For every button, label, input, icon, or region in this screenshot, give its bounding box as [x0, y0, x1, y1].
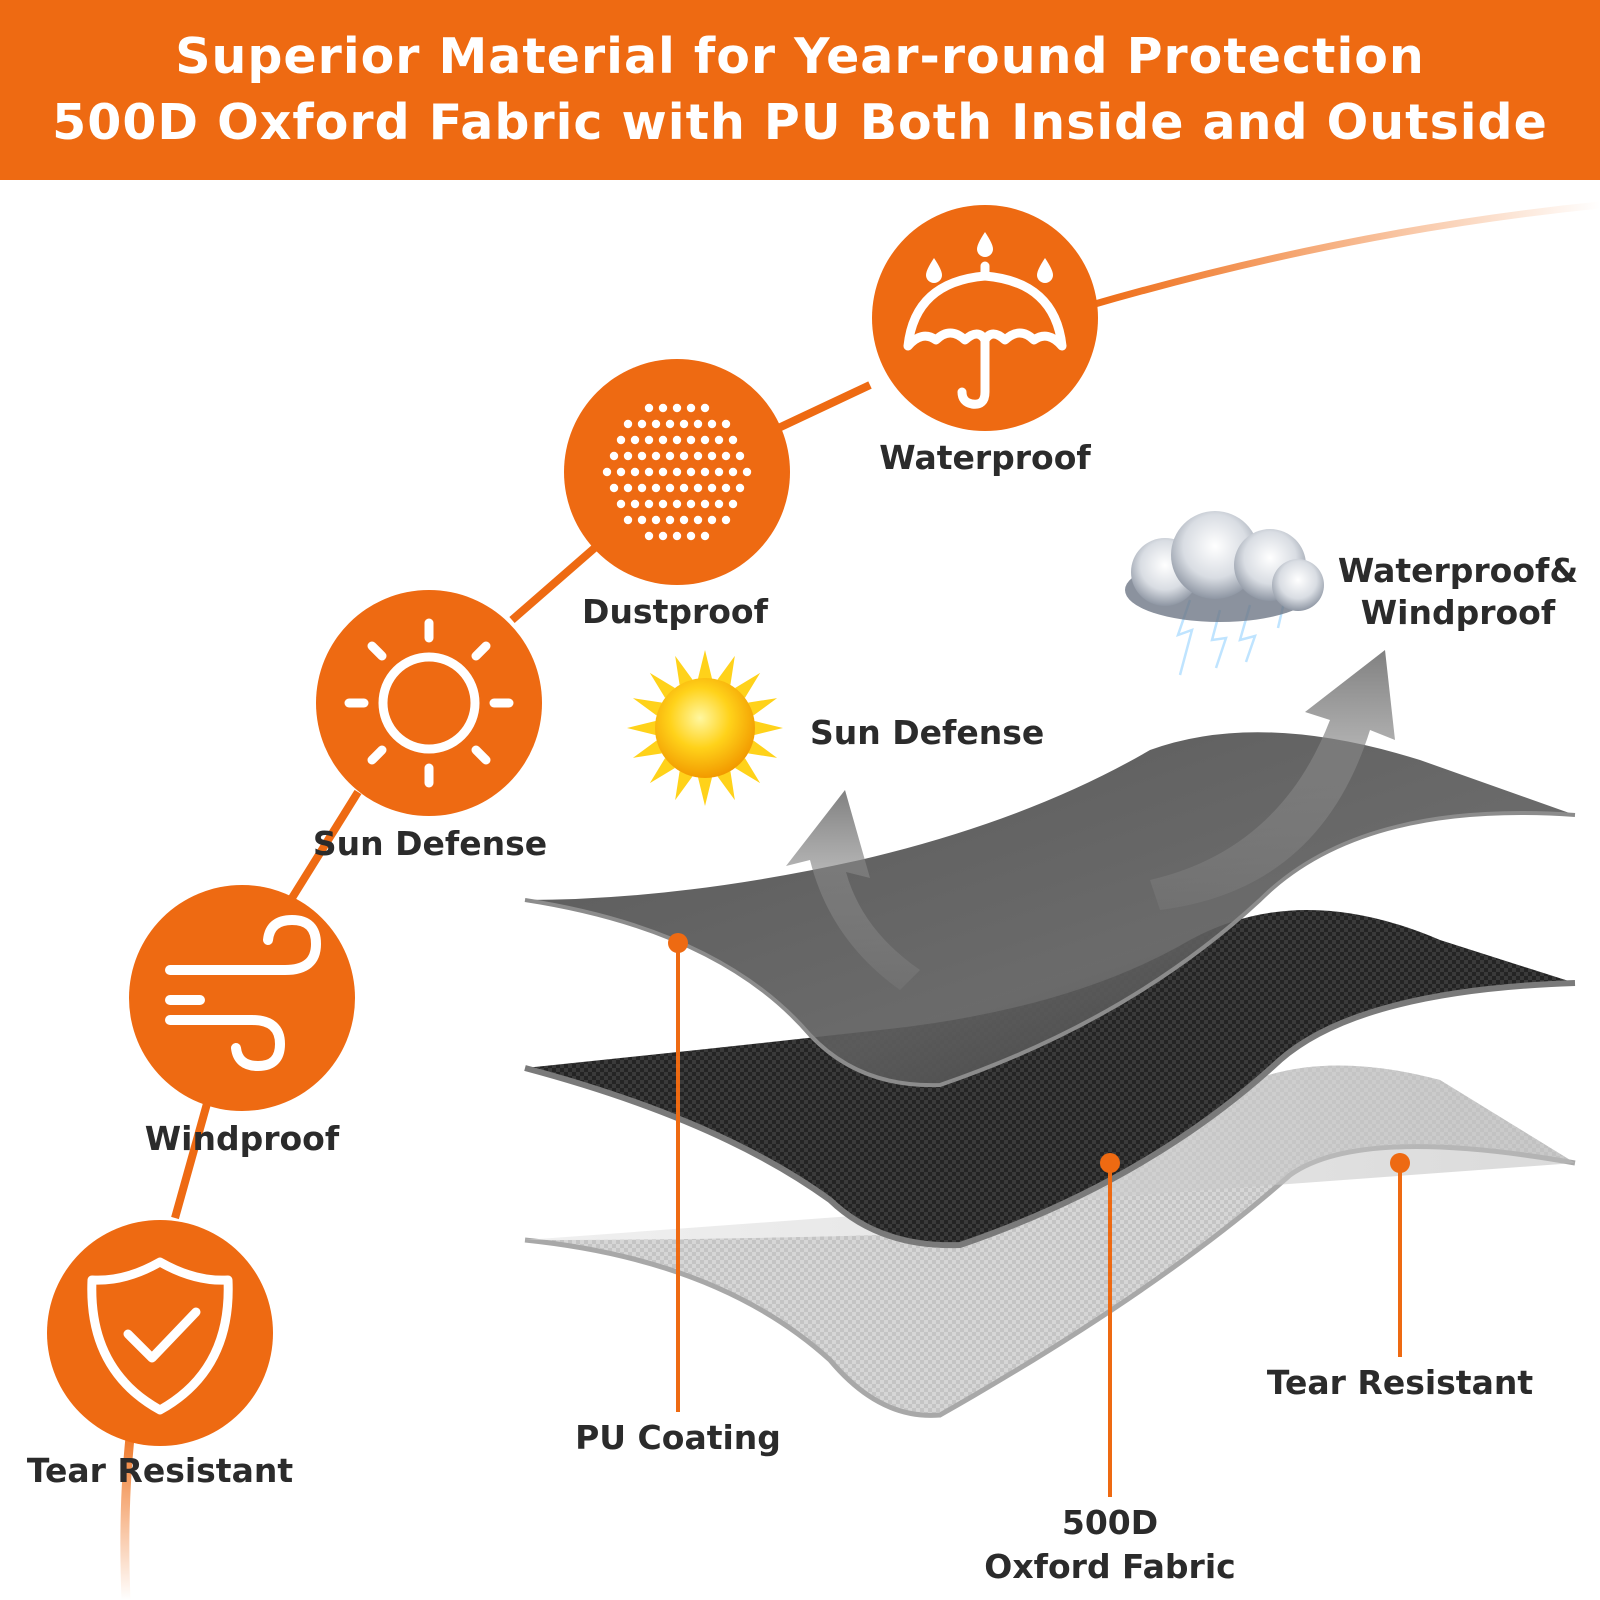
diagram-label-tear-resistant: Tear Resistant — [1266, 1363, 1534, 1402]
header-title-line2: 500D Oxford Fabric with PU Both Inside a… — [52, 94, 1548, 151]
fabric-layer-middle-edge — [524, 980, 1576, 1249]
diagram-label-weather: Waterproof& Windproof — [1337, 551, 1579, 632]
diagram-label-oxford-line1: 500D — [1061, 1503, 1159, 1542]
sun-icon — [344, 618, 514, 788]
diagram-label-sun-defense: Sun Defense — [810, 713, 1045, 752]
arc-path-bottom — [120, 1419, 137, 1600]
waterproof-feature — [872, 205, 1098, 431]
arc-path-segment — [509, 541, 601, 624]
callout-pu-coating — [668, 933, 688, 1412]
tear-resistant-feature — [47, 1220, 273, 1446]
diagram-label-oxford-line2: Oxford Fabric — [984, 1547, 1236, 1586]
feature-label-waterproof: Waterproof — [879, 438, 1091, 477]
sun-defense-feature — [316, 590, 542, 816]
header-title-line1: Superior Material for Year-round Protect… — [175, 28, 1425, 85]
feature-label-tear-resistant: Tear Resistant — [26, 1451, 294, 1490]
wind-icon — [165, 914, 322, 1072]
diagram-label-pu-coating: PU Coating — [575, 1418, 781, 1457]
callout-tear-resistant — [1390, 1153, 1410, 1357]
feature-label-windproof: Windproof — [144, 1119, 340, 1158]
dustproof-feature — [564, 359, 790, 585]
shield-check-icon — [87, 1257, 233, 1415]
raindrops-icon — [926, 232, 1053, 283]
umbrella-icon — [903, 261, 1067, 409]
arc-path-segment — [768, 381, 872, 436]
feature-label-dustproof: Dustproof — [582, 592, 768, 631]
sun-illustration — [627, 650, 783, 806]
wind-reflect-arrow — [1150, 650, 1395, 910]
windproof-feature — [129, 885, 355, 1111]
fabric-layer-bottom-shade — [525, 1065, 1575, 1240]
fabric-layer-middle — [525, 910, 1575, 1246]
storm-cloud-icon — [1125, 511, 1324, 676]
header-banner: Superior Material for Year-round Protect… — [0, 0, 1600, 180]
fabric-layer-top-edge — [524, 811, 1576, 1088]
arc-path-segment — [288, 789, 362, 901]
dust-dots-icon — [602, 403, 752, 541]
feature-label-sun-defense: Sun Defense — [312, 824, 548, 863]
callout-oxford-fabric — [1100, 1153, 1120, 1497]
arc-path-segment — [171, 1098, 212, 1220]
sun-reflect-arrow — [786, 790, 920, 990]
arc-path-top — [1087, 201, 1600, 310]
